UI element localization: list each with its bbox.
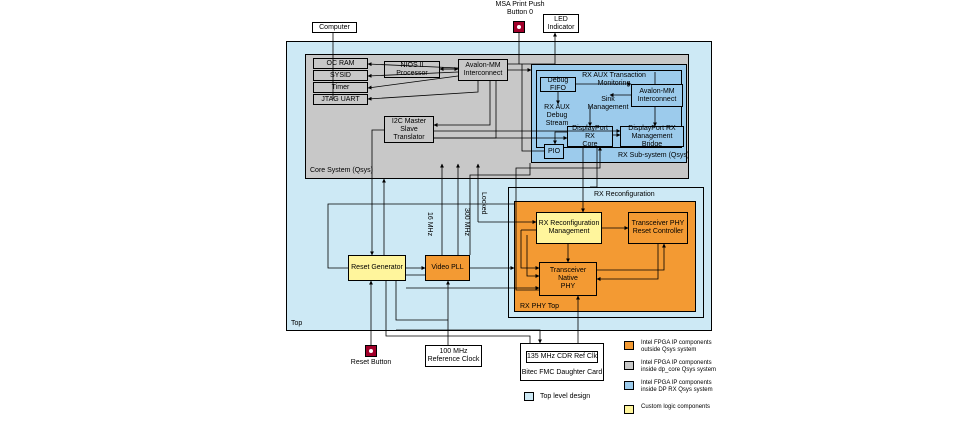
rx-phy-top-label: RX PHY Top (520, 303, 560, 310)
oc-ram-block: OC RAM (313, 58, 368, 69)
reset-button-icon (365, 345, 377, 357)
i2c-translator-block: I2C Master Slave Translator (384, 116, 434, 143)
dp-rx-management-bridge-block: DisplayPort RX Management Bridge (620, 125, 684, 148)
aux-debug-stream-label: RX AUX Debug Stream (544, 104, 570, 127)
core-avalon-interconnect-block: Avalon-MM Interconnect (458, 59, 508, 81)
debug-fifo-block: Debug FIFO (540, 77, 576, 92)
msa-push-button-icon (513, 21, 525, 33)
dp-rx-core-block: DisplayPort RX Core (567, 125, 613, 148)
reset-button-label: Reset Button (350, 359, 392, 366)
sink-management-label: Sink Management (587, 96, 629, 111)
transceiver-phy-reset-controller-block: Transceiver PHY Reset Controller (628, 212, 688, 244)
pio-block: PIO (544, 144, 564, 159)
legend-swatch (624, 341, 634, 350)
led-indicator-block: LED Indicator (543, 14, 579, 33)
transceiver-native-phy-block: Transceiver Native PHY (539, 262, 597, 296)
legend-label: Intel FPGA IP components inside DP RX Qs… (641, 380, 713, 393)
legend-label: Intel FPGA IP components inside dp_core … (641, 360, 717, 373)
legend-swatch-top-level (524, 392, 534, 401)
signal-16mhz-label: 16 MHz (426, 212, 433, 237)
daughter-card-label: Bitec FMC Daughter Card (521, 369, 603, 376)
msa-button-label: MSA Print Push Button 0 (495, 1, 545, 16)
computer-block: Computer (312, 22, 357, 33)
top-label: Top (291, 320, 303, 327)
reference-clock-block: 100 MHz Reference Clock (425, 345, 482, 367)
nios-processor-block: NIOS II Processor (384, 61, 440, 78)
sysid-block: SYSID (313, 70, 368, 81)
rx-avalon-interconnect-block: Avalon-MM Interconnect (631, 84, 683, 107)
reset-generator-block: Reset Generator (348, 255, 406, 281)
timer-block: Timer (313, 82, 368, 93)
signal-300mhz-label: 300 MHz (463, 208, 470, 237)
video-pll-block: Video PLL (425, 255, 470, 281)
jtag-uart-block: JTAG UART (313, 94, 368, 105)
aux-monitor-label: RX AUX Transaction Monitoring (582, 72, 646, 87)
core-system-label: Core System (Qsys) (310, 167, 374, 174)
cdr-ref-clk-block: 135 MHz CDR Ref Clk (526, 351, 598, 363)
legend-swatch (624, 361, 634, 370)
rx-reconfiguration-label: RX Reconfiguration (594, 191, 655, 198)
legend-label: Custom logic components (641, 404, 711, 410)
legend-label-top-level: Top level design (540, 393, 591, 400)
legend-swatch (624, 405, 634, 414)
legend-label: Intel FPGA IP components outside Qsys sy… (641, 340, 712, 353)
rx-reconfiguration-management-block: RX Reconfiguration Management (536, 212, 602, 244)
legend-swatch (624, 381, 634, 390)
rx-subsystem-label: RX Sub-system (Qsys) (618, 152, 690, 159)
signal-locked-label: Locked (480, 192, 487, 215)
